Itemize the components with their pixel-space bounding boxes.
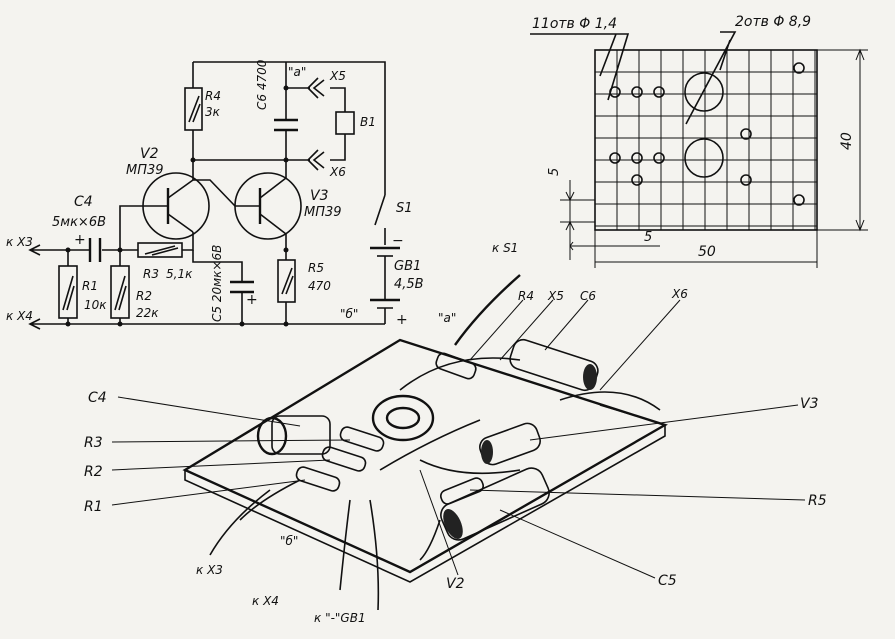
x6-label: X6 <box>329 165 346 179</box>
assembly-s1-label: к S1 <box>492 241 518 255</box>
node-a-label: "а" <box>288 65 306 79</box>
assembly-c4-label: С4 <box>88 390 107 406</box>
r3-part <box>339 426 385 452</box>
v2-type-label: МП39 <box>126 163 164 178</box>
c5-part <box>440 467 550 541</box>
gb1-battery <box>377 307 393 324</box>
assembly-node-a-label: "а" <box>438 311 456 325</box>
assembly-x4-label: к X4 <box>252 594 279 608</box>
earphone-b1 <box>371 394 435 442</box>
x5-label: X5 <box>329 69 346 83</box>
board-outline <box>594 49 818 231</box>
node-b-label: "б" <box>340 307 358 321</box>
r5-value-label: 470 <box>308 279 331 293</box>
r5-part <box>439 477 485 505</box>
r5-label: R5 <box>308 261 324 275</box>
holes-small-label: 11отв Φ 1,4 <box>532 16 617 32</box>
r3-label: R3 <box>143 267 159 281</box>
c6-label: С6 4700 <box>255 59 269 110</box>
r1-part <box>295 466 341 492</box>
r3-value-label: 5,1к <box>166 267 193 281</box>
b1-earphone <box>335 111 355 135</box>
c5-capacitor <box>230 280 254 294</box>
assembly-x5-label: X5 <box>547 289 564 303</box>
assembly-r5-label: R5 <box>808 493 827 509</box>
c4-label: C4 <box>74 194 93 210</box>
r1-value-label: 10к <box>84 298 107 312</box>
r4-value-label: 3к <box>205 105 221 119</box>
assembly-r1-label: R1 <box>84 499 103 515</box>
assembly-c6-label: С6 <box>580 289 596 303</box>
dim-5-horizontal-label: 5 <box>644 230 652 245</box>
dim-height-label: 40 <box>839 132 855 150</box>
x4-label: к X4 <box>6 309 33 323</box>
large-hole-bottom <box>684 138 724 178</box>
assembly-v3-label: V3 <box>800 396 818 412</box>
assembly-x3-label: к X3 <box>196 563 223 577</box>
assembly-r4-label: R4 <box>518 289 534 303</box>
assembly-drawing <box>111 274 806 611</box>
assembly-c5-label: С5 <box>658 573 677 589</box>
r2-value-label: 22к <box>136 306 159 320</box>
assembly-gb1-label: к "-"GB1 <box>314 611 366 625</box>
v3-type-label: МП39 <box>304 205 342 220</box>
c5-label: С5 20мк×6В <box>210 245 224 322</box>
v2-label: V2 <box>140 146 159 162</box>
gb1-label: GB1 <box>394 259 421 274</box>
r4-part <box>435 352 477 380</box>
board-grid <box>595 50 817 230</box>
assembly-r2-label: R2 <box>84 464 103 480</box>
r2-part <box>321 446 367 472</box>
c4-capacitor <box>88 238 102 262</box>
dim-width-label: 50 <box>698 244 716 260</box>
c4-part <box>256 416 288 456</box>
large-hole-top <box>684 72 724 112</box>
s1-label: S1 <box>396 201 413 216</box>
c6-capacitor <box>274 118 298 132</box>
board-drilling-drawing <box>530 31 868 268</box>
x3-label: к X3 <box>6 235 33 249</box>
holes-large-label: 2отв Φ 8,9 <box>735 14 811 30</box>
r1-label: R1 <box>82 279 98 293</box>
battery-minus-label: − <box>392 233 404 249</box>
r4-label: R4 <box>205 89 221 103</box>
c4-plus-label: + <box>74 232 86 248</box>
b1-label: B1 <box>360 115 376 129</box>
assembly-node-b-label: "б" <box>280 534 298 548</box>
assembly-x6-label: X6 <box>671 287 688 301</box>
c4-value-label: 5мк×6В <box>52 215 106 230</box>
gb1-value-label: 4,5В <box>394 277 424 292</box>
assembly-r3-label: R3 <box>84 435 103 451</box>
small-holes <box>609 62 805 206</box>
battery-plus-label: + <box>396 312 408 328</box>
assembly-v2-label: V2 <box>446 576 465 592</box>
c5-plus-label: + <box>246 292 258 308</box>
r2-label: R2 <box>136 289 152 303</box>
circuit-schematic <box>28 61 400 330</box>
dim-5-vertical-label: 5 <box>547 168 562 176</box>
v3-label: V3 <box>310 188 328 204</box>
